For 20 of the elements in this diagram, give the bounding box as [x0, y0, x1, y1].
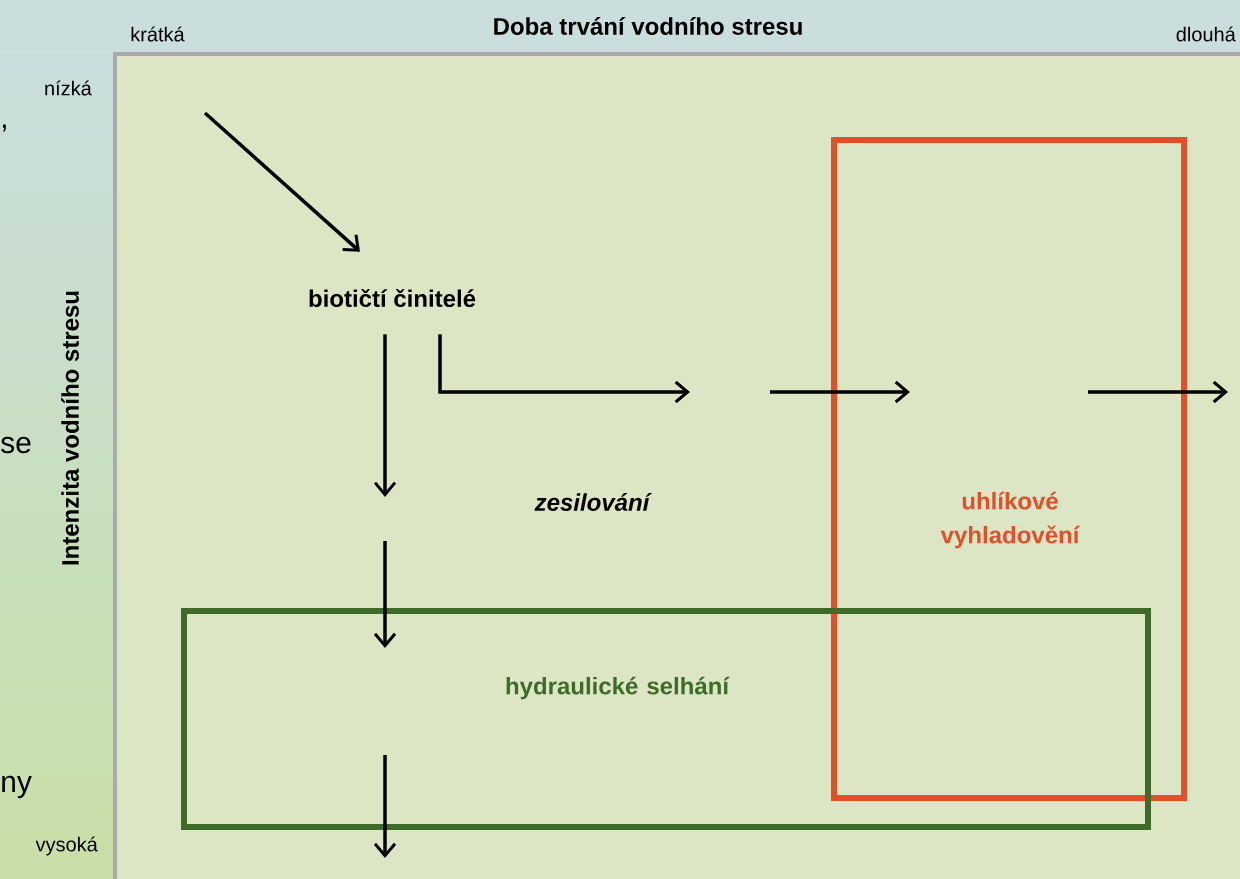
axis-end-label: nízká	[45, 80, 92, 96]
label-text: biotičtí činitelé	[309, 288, 476, 308]
arrow	[1088, 380, 1228, 404]
axis-end-label: krátká	[131, 26, 185, 42]
cut-off-text: ,	[2, 124, 6, 132]
arrow	[373, 755, 397, 858]
region-box: hydraulické selhání	[181, 608, 1151, 830]
axis-end-label: dlouhá	[1176, 26, 1236, 42]
axis-title: Intenzita vodního stresu	[61, 291, 79, 565]
cut-off-text: ny	[2, 775, 32, 799]
region-box: uhlíkové vyhladovění	[831, 137, 1187, 801]
label-text: zesilování	[534, 493, 652, 511]
arrow	[373, 334, 397, 497]
arrow	[438, 334, 690, 404]
arrow	[770, 380, 910, 404]
arrow	[203, 111, 360, 252]
axis-title: Doba trvání vodního stresu	[494, 17, 802, 35]
cut-off-text: se	[1, 436, 31, 454]
axis-end-label: vysoká	[35, 836, 98, 856]
arrow	[373, 541, 397, 648]
